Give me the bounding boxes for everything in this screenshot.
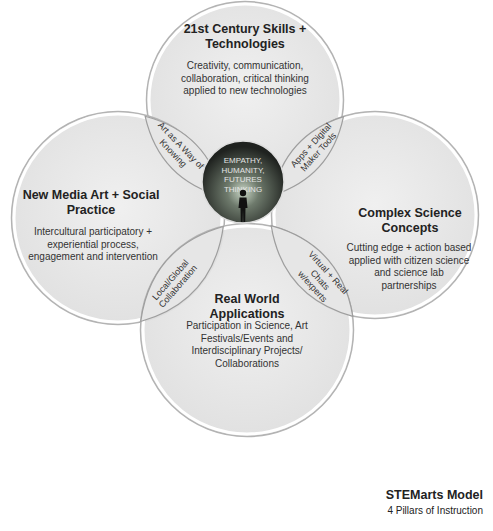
circle-rim <box>274 114 476 316</box>
pillar-heading: 21st Century Skills + Technologies <box>173 22 317 52</box>
pillar-heading: Complex Science Concepts <box>348 206 472 236</box>
pillar-description: Cutting edge + action based applied with… <box>346 242 472 292</box>
diagram-title: STEMarts Model <box>283 488 483 502</box>
diagram-caption: 4 Pillars of Instruction <box>283 505 483 516</box>
pillar-heading: Real World Applications <box>177 292 317 322</box>
pillar-description: Participation in Science, Art Festivals/… <box>169 320 325 370</box>
center-circle: EMPATHY, HUMANITY, FUTURES THINKING <box>201 140 285 224</box>
silhouette-head <box>240 190 246 196</box>
pillar-description: Creativity, communication, collaboration… <box>171 60 319 98</box>
core-text-holder: EMPATHY, HUMANITY, FUTURES THINKING <box>201 140 285 224</box>
lens-fill <box>257 213 368 330</box>
pillar-description: Intercultural participatory + experienti… <box>18 226 168 264</box>
core-fill <box>202 141 284 223</box>
lens-fill <box>125 213 239 335</box>
pillar-heading: New Media Art + Social Practice <box>16 188 166 218</box>
person-silhouette <box>233 189 253 223</box>
core-label: EMPATHY, HUMANITY, FUTURES THINKING <box>210 156 276 194</box>
